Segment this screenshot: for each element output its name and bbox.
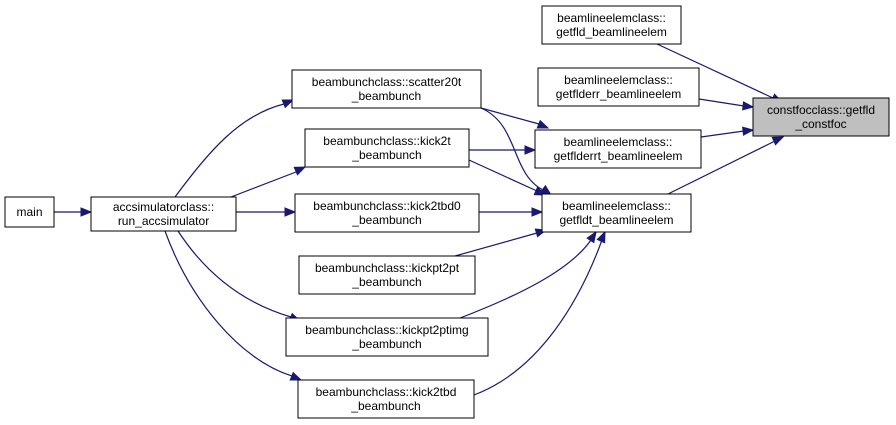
arrowhead-icon xyxy=(533,186,547,196)
edge-line xyxy=(656,43,774,99)
edge-line xyxy=(459,239,592,319)
node-label-line: beambunchclass::kick2tbd0 xyxy=(313,199,461,213)
node-box[interactable] xyxy=(304,128,470,168)
edge-kick2tbd-to-getfldt_beamlineelem xyxy=(473,230,606,396)
node-kick2tbd0[interactable]: beambunchclass::kick2tbd0_beambunch xyxy=(294,193,480,233)
node-label-line: getfld_beamlineelem xyxy=(556,25,667,39)
node-label-line: beambunchclass::kick2tbd xyxy=(316,385,457,399)
edge-run_accsimulator-to-kick2tbd0 xyxy=(236,207,297,217)
node-kickpt2pt[interactable]: beambunchclass::kickpt2pt_beambunch xyxy=(298,255,476,295)
arrowhead-icon xyxy=(284,207,297,217)
node-label-line: constfocclass::getfld xyxy=(767,103,875,117)
node-getflderr_beamlineelem[interactable]: beamlineelemclass::getflderr_beamlineele… xyxy=(537,67,700,107)
node-label-line: beambunchclass::kickpt2ptimg xyxy=(305,323,468,337)
node-label-line: beamlineelemclass:: xyxy=(564,73,673,87)
edge-line xyxy=(164,230,293,377)
edge-scatter20t-to-getflderrt_beamlineelem xyxy=(480,107,550,129)
arrowhead-icon xyxy=(742,126,755,136)
node-box[interactable] xyxy=(291,69,482,109)
arrowhead-icon xyxy=(524,145,537,155)
edge-getfldt_beamlineelem-to-getfld_constfoc xyxy=(667,136,785,195)
node-box[interactable] xyxy=(541,5,682,45)
node-label-line: accsimulatorclass:: xyxy=(113,200,214,214)
arrowhead-icon xyxy=(586,230,597,244)
node-label-line: getflderrt_beamlineelem xyxy=(554,149,683,163)
node-box[interactable] xyxy=(298,255,476,295)
edge-kick2t-to-getfldt_beamlineelem xyxy=(468,159,547,196)
node-kick2t[interactable]: beambunchclass::kick2t_beambunch xyxy=(304,128,470,168)
edge-line xyxy=(698,98,745,107)
node-label-line: _beambunch xyxy=(351,148,421,162)
node-label-line: beambunchclass::kickpt2pt xyxy=(315,261,460,275)
node-run_accsimulator[interactable]: accsimulatorclass::run_accsimulator xyxy=(90,196,237,232)
node-scatter20t[interactable]: beambunchclass::scatter20t_beambunch xyxy=(291,69,482,109)
node-box[interactable] xyxy=(285,317,489,357)
arrowhead-icon xyxy=(289,371,303,381)
edge-getflderrt_beamlineelem-to-getfld_constfoc xyxy=(700,126,755,138)
node-label-line: getfldt_beamlineelem xyxy=(559,213,673,227)
arrowhead-icon xyxy=(596,230,606,244)
node-label-line: _beambunch xyxy=(351,89,421,103)
node-box[interactable] xyxy=(294,193,480,233)
node-label-line: run_accsimulator xyxy=(118,214,209,228)
edge-main-to-run_accsimulator xyxy=(54,207,93,217)
node-box[interactable] xyxy=(534,129,702,169)
node-getflderrt_beamlineelem[interactable]: beamlineelemclass::getflderrt_beamlineel… xyxy=(534,129,702,169)
edge-kick2t-to-getflderrt_beamlineelem xyxy=(469,145,537,155)
node-label-line: main xyxy=(16,205,42,219)
node-box[interactable] xyxy=(90,196,237,232)
edge-line xyxy=(480,107,540,125)
node-box[interactable] xyxy=(537,67,700,107)
edge-line xyxy=(454,232,538,257)
arrowhead-icon xyxy=(536,119,550,129)
edge-line xyxy=(230,171,297,198)
node-label-line: beamlineelemclass:: xyxy=(557,11,666,25)
edge-line xyxy=(174,103,285,198)
arrowhead-icon xyxy=(771,136,785,146)
arrowhead-icon xyxy=(531,207,544,217)
node-box[interactable] xyxy=(752,97,890,137)
node-label-line: _beambunch xyxy=(351,275,421,289)
node-label-line: beambunchclass::scatter20t xyxy=(312,75,462,89)
edge-line xyxy=(667,140,776,195)
node-getfld_beamlineelem[interactable]: beamlineelemclass::getfld_beamlineelem xyxy=(541,5,682,45)
edge-run_accsimulator-to-kickpt2ptimg xyxy=(177,230,302,322)
edge-line xyxy=(468,159,538,192)
edge-run_accsimulator-to-kick2t xyxy=(230,166,307,198)
edge-run_accsimulator-to-scatter20t xyxy=(174,99,295,198)
node-label-line: beamlineelemclass:: xyxy=(564,135,673,149)
edges-layer xyxy=(54,43,785,396)
node-label-line: _beambunch xyxy=(351,337,421,351)
edge-line xyxy=(177,230,292,318)
edge-line xyxy=(473,239,603,396)
arrowhead-icon xyxy=(293,166,307,176)
edge-run_accsimulator-to-kick2tbd xyxy=(164,230,303,381)
node-kick2tbd[interactable]: beambunchclass::kick2tbd_beambunch xyxy=(297,379,475,419)
node-box[interactable] xyxy=(4,196,55,228)
node-label-line: getflderr_beamlineelem xyxy=(556,87,681,101)
node-box[interactable] xyxy=(297,379,475,419)
node-main[interactable]: main xyxy=(4,196,55,228)
arrowhead-icon xyxy=(80,207,93,217)
edge-kickpt2pt-to-getfldt_beamlineelem xyxy=(454,228,548,257)
node-box[interactable] xyxy=(541,193,692,233)
node-label-line: beambunchclass::kick2t xyxy=(323,134,451,148)
edge-kickpt2ptimg-to-getfldt_beamlineelem xyxy=(459,230,597,319)
node-label-line: _beambunch xyxy=(350,399,420,413)
arrowhead-icon xyxy=(742,101,755,111)
node-label-line: _constfoc xyxy=(794,117,846,131)
edge-getflderr_beamlineelem-to-getfld_constfoc xyxy=(698,98,755,111)
node-getfld_constfoc[interactable]: constfocclass::getfld_constfoc xyxy=(752,97,890,137)
node-kickpt2ptimg[interactable]: beambunchclass::kickpt2ptimg_beambunch xyxy=(285,317,489,357)
arrowhead-icon xyxy=(281,99,295,109)
edge-kick2tbd0-to-getfldt_beamlineelem xyxy=(479,207,544,217)
edge-line xyxy=(700,130,745,138)
node-getfldt_beamlineelem[interactable]: beamlineelemclass::getfldt_beamlineelem xyxy=(541,193,692,233)
node-label-line: beamlineelemclass:: xyxy=(562,199,671,213)
node-label-line: _beambunch xyxy=(351,213,421,227)
